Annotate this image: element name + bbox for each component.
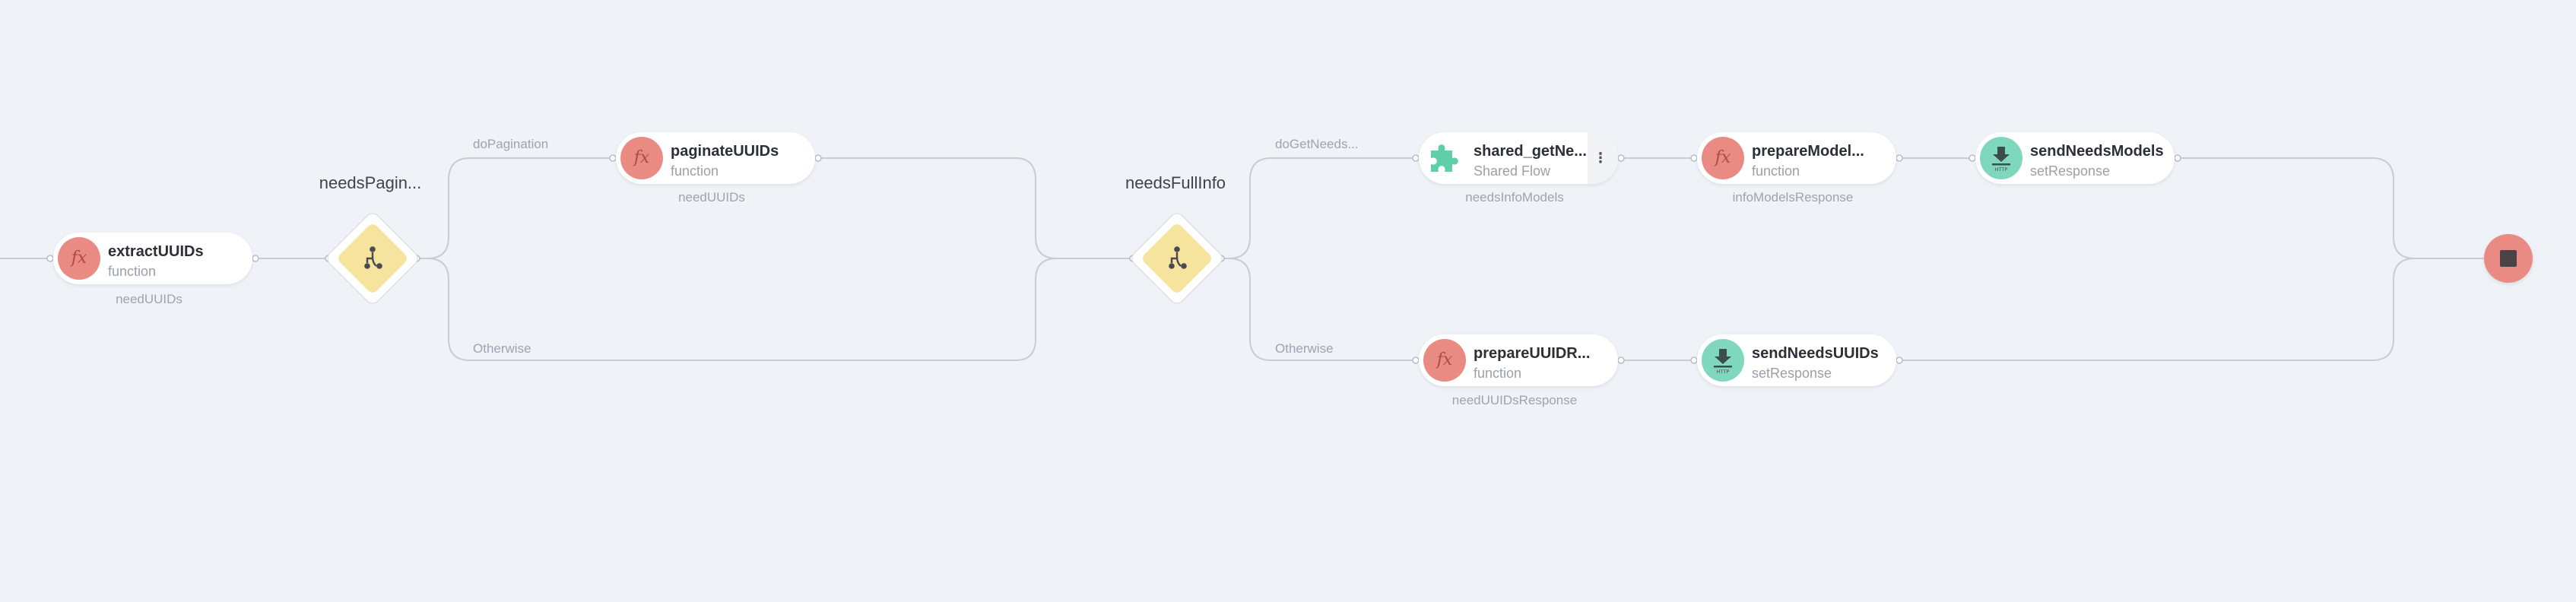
node-title: sendNeedsUUIDs [1752,345,1879,362]
function-icon: fx [620,137,663,179]
stop-icon [2500,250,2517,267]
node-send-needs-uuids[interactable]: HTTP sendNeedsUUIDs setResponse [1697,334,1896,386]
node-prepare-model[interactable]: fx prepareModel... function [1697,132,1896,184]
branch-icon [1169,246,1187,269]
node-type: function [671,163,719,179]
branch-label-true: doPagination [473,137,549,151]
node-type: setResponse [2030,163,2111,179]
more-icon: ⁝ [1597,148,1604,167]
branch-label-true: doGetNeeds... [1275,137,1359,151]
function-icon: fx [1423,339,1466,382]
node-output-label: needUUIDsResponse [1451,393,1578,407]
node-output-label: needsInfoModels [1465,190,1564,204]
decision-title: needsFullInfo [1125,173,1226,192]
decision-needs-pagination[interactable] [324,210,421,307]
end-node[interactable] [2484,234,2533,283]
node-type: function [1474,366,1522,381]
http-download-icon: HTTP [1702,339,1744,382]
node-send-needs-models[interactable]: HTTP sendNeedsModels setResponse [1975,132,2175,184]
decision-title: needsPagin... [319,173,422,192]
node-extract-uuids[interactable]: fx extractUUIDs function [53,233,252,284]
node-title: prepareUUIDR... [1474,345,1591,362]
node-type: function [108,264,157,279]
node-menu-button[interactable]: ⁝ [1588,132,1618,184]
node-title: sendNeedsModels [2030,143,2164,160]
decision-needs-full-info[interactable] [1128,210,1226,307]
http-download-icon: HTTP [1980,137,2022,179]
node-output-label: needUUIDs [678,190,745,204]
node-type: setResponse [1752,366,1832,381]
node-shared-flow[interactable]: shared_getNe... Shared Flow ⁝ [1419,132,1618,184]
node-prepare-uuidr[interactable]: fx prepareUUIDR... function [1419,334,1618,386]
node-type: function [1752,163,1800,179]
puzzle-icon [1423,137,1466,179]
node-title: shared_getNe... [1474,143,1587,160]
branch-icon [364,246,382,269]
function-icon: fx [58,237,100,280]
node-title: prepareModel... [1752,143,1864,160]
svg-text:HTTP: HTTP [1995,166,2008,173]
svg-text:HTTP: HTTP [1717,369,1730,375]
node-paginate-uuids[interactable]: fx paginateUUIDs function [616,132,815,184]
node-type: Shared Flow [1474,163,1551,179]
branch-label-else: Otherwise [1275,341,1334,356]
node-title: paginateUUIDs [671,143,779,160]
branch-label-else: Otherwise [473,341,531,356]
function-icon: fx [1702,137,1744,179]
node-output-label: needUUIDs [116,292,182,306]
node-output-label: infoModelsResponse [1732,190,1854,204]
node-title: extractUUIDs [108,243,204,260]
